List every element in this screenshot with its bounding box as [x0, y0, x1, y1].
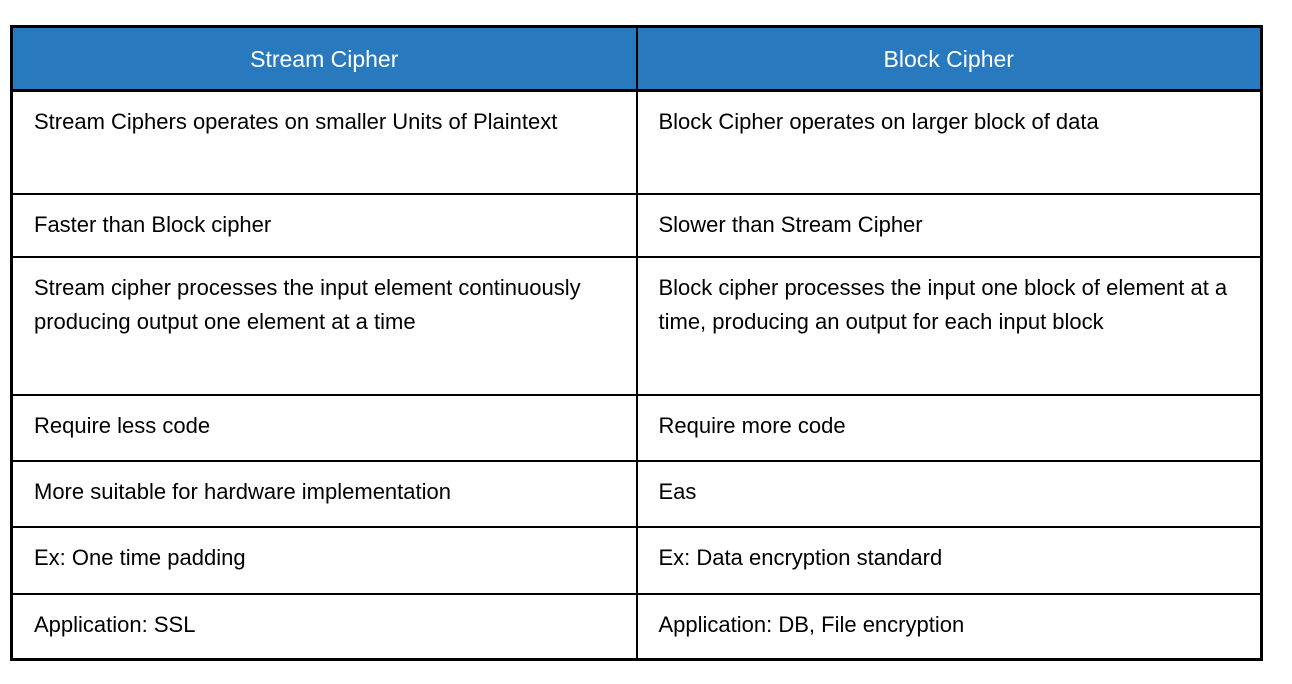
- table-row: Require less code Require more code: [10, 393, 1263, 462]
- cipher-comparison-table: Stream Cipher Block Cipher Stream Cipher…: [10, 25, 1263, 661]
- table-cell-stream: Ex: One time padding: [10, 525, 638, 595]
- table-cell-stream: Faster than Block cipher: [10, 192, 638, 258]
- table-cell-block: Block cipher processes the input one blo…: [635, 255, 1263, 396]
- table-header-row: Stream Cipher Block Cipher: [10, 25, 1263, 92]
- table-cell-block: Application: DB, File encryption: [635, 592, 1263, 661]
- column-header-block-cipher: Block Cipher: [635, 25, 1263, 92]
- table-cell-stream: Require less code: [10, 393, 638, 462]
- table-cell-stream: Application: SSL: [10, 592, 638, 661]
- table-cell-block: Slower than Stream Cipher: [635, 192, 1263, 258]
- table-cell-stream: Stream Ciphers operates on smaller Units…: [10, 89, 638, 195]
- table-cell-stream: Stream cipher processes the input elemen…: [10, 255, 638, 396]
- table-cell-block: Eas: [635, 459, 1263, 528]
- table-cell-block: Require more code: [635, 393, 1263, 462]
- table-cell-block: Ex: Data encryption standard: [635, 525, 1263, 595]
- table-row: Stream Ciphers operates on smaller Units…: [10, 89, 1263, 195]
- table-row: Ex: One time padding Ex: Data encryption…: [10, 525, 1263, 595]
- table-row: Stream cipher processes the input elemen…: [10, 255, 1263, 396]
- table-cell-stream: More suitable for hardware implementatio…: [10, 459, 638, 528]
- table-row: Faster than Block cipher Slower than Str…: [10, 192, 1263, 258]
- table-cell-block: Block Cipher operates on larger block of…: [635, 89, 1263, 195]
- table-row: More suitable for hardware implementatio…: [10, 459, 1263, 528]
- column-header-stream-cipher: Stream Cipher: [10, 25, 638, 92]
- table-row: Application: SSL Application: DB, File e…: [10, 592, 1263, 661]
